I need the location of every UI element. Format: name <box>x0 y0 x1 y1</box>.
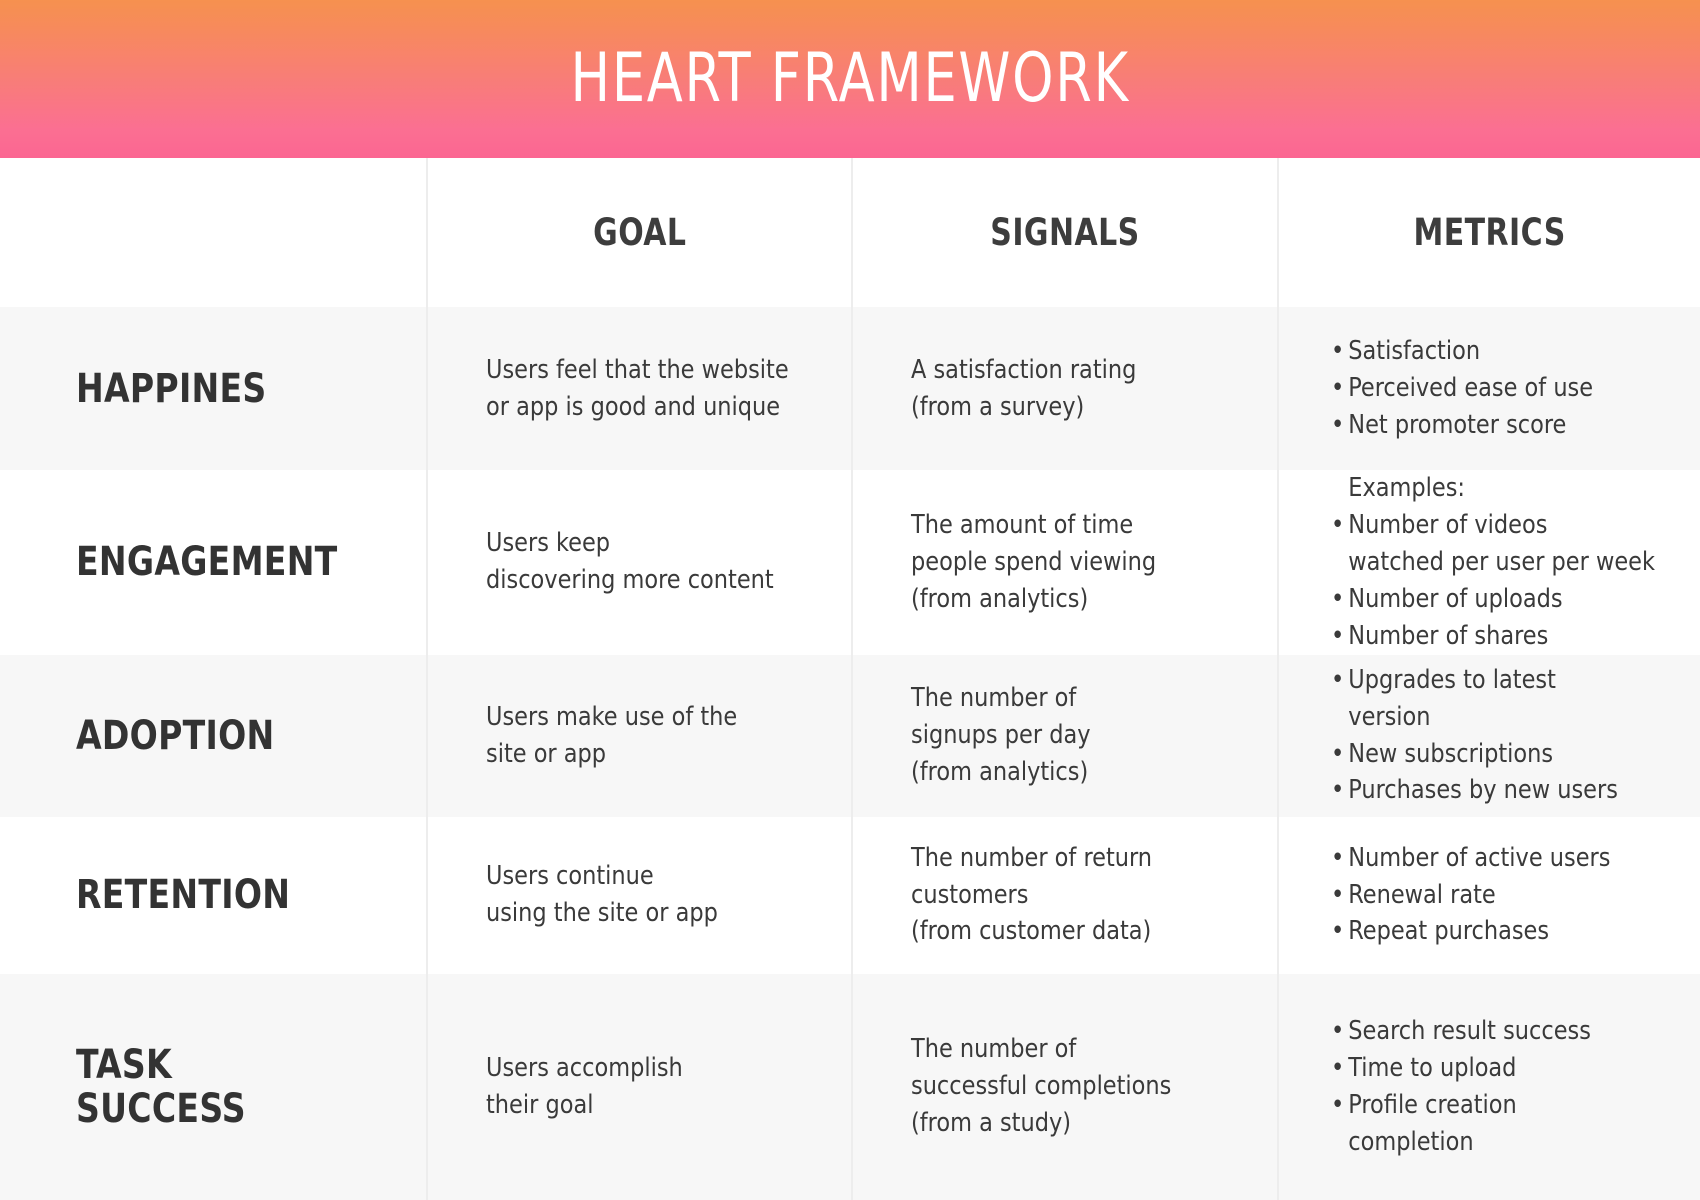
row-signals-cell: A satisfaction rating (from a survey) <box>851 307 1277 470</box>
list-item: New subscriptions <box>1331 736 1672 773</box>
metrics-list: Number of active users Renewal rate Repe… <box>1331 840 1672 951</box>
metrics-list: Satisfaction Perceived ease of use Net p… <box>1331 333 1672 444</box>
row-dimension-cell: TASK SUCCESS <box>0 974 426 1200</box>
row-signals-cell: The amount of time people spend viewing … <box>851 470 1277 655</box>
row-dimension-cell: ADOPTION <box>0 655 426 817</box>
dimension-label: RETENTION <box>76 872 291 919</box>
table-row: ADOPTION Users make use of the site or a… <box>0 654 1700 817</box>
row-metrics-cell: Examples: Number of videos watched per u… <box>1277 470 1700 655</box>
list-item: Net promoter score <box>1331 407 1672 444</box>
goal-text: Users keep discovering more content <box>486 528 774 596</box>
list-item: Number of shares <box>1331 618 1672 655</box>
dimension-label: HAPPINES <box>76 365 267 412</box>
header-cell-goal: GOAL <box>426 158 851 307</box>
column-header-metrics: METRICS <box>1413 211 1566 254</box>
row-dimension-cell: ENGAGEMENT <box>0 470 426 655</box>
list-item: Renewal rate <box>1331 877 1672 914</box>
row-signals-cell: The number of return customers (from cus… <box>851 816 1277 974</box>
list-item: Number of videos watched per user per we… <box>1331 507 1672 581</box>
dimension-label: ENGAGEMENT <box>76 539 338 586</box>
list-item: Satisfaction <box>1331 333 1672 370</box>
row-metrics-cell: Number of active users Renewal rate Repe… <box>1277 816 1700 974</box>
header-cell-signals: SIGNALS <box>851 158 1277 307</box>
row-goal-cell: Users continue using the site or app <box>426 816 851 974</box>
signals-text: The number of signups per day (from anal… <box>911 683 1091 787</box>
list-item: Number of active users <box>1331 840 1672 877</box>
signals-text: The number of return customers (from cus… <box>911 842 1153 947</box>
goal-text: Users make use of the site or app <box>486 701 738 769</box>
header-banner: HEART FRAMEWORK <box>0 0 1700 158</box>
heart-framework-table: GOAL SIGNALS METRICS HAPPINES Users feel… <box>0 158 1700 1200</box>
row-goal-cell: Users make use of the site or app <box>426 654 851 817</box>
goal-text: Users feel that the website or app is go… <box>486 354 789 422</box>
row-metrics-cell: Upgrades to latest version New subscript… <box>1277 654 1700 817</box>
list-item: Profile creation completion <box>1331 1087 1672 1161</box>
list-item: Examples: <box>1348 473 1465 503</box>
page-title: HEART FRAMEWORK <box>570 39 1130 118</box>
header-cell-dimension <box>0 158 426 307</box>
row-metrics-cell: Satisfaction Perceived ease of use Net p… <box>1277 307 1700 470</box>
column-header-signals: SIGNALS <box>990 211 1140 254</box>
signals-text: The amount of time people spend viewing … <box>911 509 1157 614</box>
signals-text: A satisfaction rating (from a survey) <box>911 354 1137 422</box>
row-signals-cell: The number of successful completions (fr… <box>851 973 1277 1200</box>
dimension-label: ADOPTION <box>76 712 275 759</box>
header-cell-metrics: METRICS <box>1277 158 1700 307</box>
dimension-label: TASK SUCCESS <box>76 1041 246 1132</box>
table-row: TASK SUCCESS Users accomplish their goal… <box>0 973 1700 1200</box>
row-dimension-cell: HAPPINES <box>0 307 426 470</box>
list-item: Time to upload <box>1331 1050 1672 1087</box>
goal-text: Users accomplish their goal <box>486 1052 683 1120</box>
goal-text: Users continue using the site or app <box>486 861 718 929</box>
list-item: Perceived ease of use <box>1331 370 1672 407</box>
list-item: Repeat purchases <box>1331 913 1672 950</box>
list-item: Upgrades to latest version <box>1331 662 1672 736</box>
row-goal-cell: Users keep discovering more content <box>426 470 851 655</box>
row-goal-cell: Users accomplish their goal <box>426 973 851 1200</box>
list-item: Search result success <box>1331 1013 1672 1050</box>
metrics-list: Upgrades to latest version New subscript… <box>1331 662 1672 810</box>
table-row: RETENTION Users continue using the site … <box>0 816 1700 974</box>
row-signals-cell: The number of signups per day (from anal… <box>851 654 1277 817</box>
metrics-list: Examples: Number of videos watched per u… <box>1331 470 1672 655</box>
signals-text: The number of successful completions (fr… <box>911 1034 1172 1139</box>
list-item: Purchases by new users <box>1331 772 1672 809</box>
row-dimension-cell: RETENTION <box>0 817 426 974</box>
row-metrics-cell: Search result success Time to upload Pro… <box>1277 973 1700 1200</box>
row-goal-cell: Users feel that the website or app is go… <box>426 307 851 470</box>
table-header-row: GOAL SIGNALS METRICS <box>0 158 1700 307</box>
table-row: HAPPINES Users feel that the website or … <box>0 307 1700 470</box>
metrics-list: Search result success Time to upload Pro… <box>1331 1013 1672 1161</box>
list-item: Number of uploads <box>1331 581 1672 618</box>
column-header-goal: GOAL <box>592 211 687 254</box>
table-row: ENGAGEMENT Users keep discovering more c… <box>0 470 1700 655</box>
